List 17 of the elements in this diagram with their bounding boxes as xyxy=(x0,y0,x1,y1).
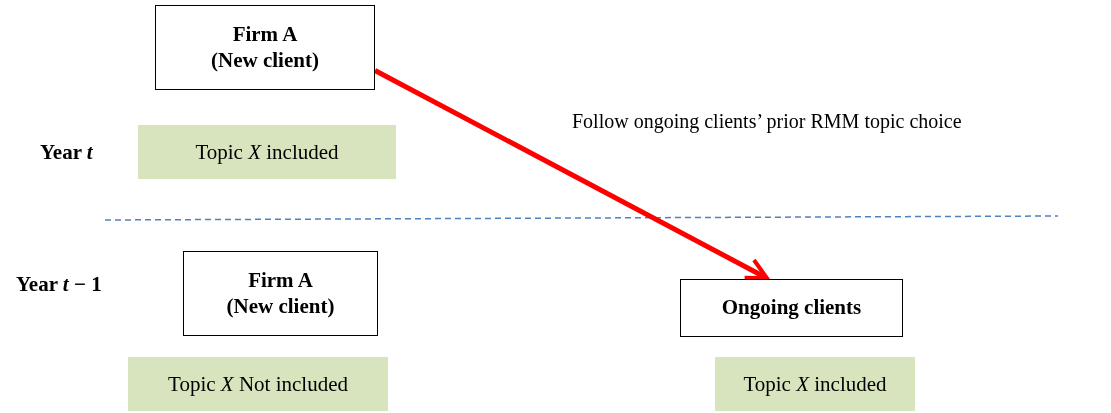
status-box xyxy=(138,125,396,179)
entity-box xyxy=(155,5,375,90)
year-label: Year t xyxy=(40,140,93,165)
box-label: Firm A xyxy=(231,22,299,48)
status-text: Topic X included xyxy=(742,371,888,397)
status-box xyxy=(128,357,388,411)
year-label: Year t − 1 xyxy=(16,272,102,297)
status-text: Topic X Not included xyxy=(167,371,349,397)
box-label: (New client) xyxy=(210,47,320,73)
box-label: (New client) xyxy=(225,293,336,319)
box-label: Firm A xyxy=(247,268,314,294)
entity-box xyxy=(680,279,903,337)
status-text: Topic X included xyxy=(194,139,340,165)
entity-box xyxy=(183,251,378,336)
status-box xyxy=(715,357,915,411)
arrow xyxy=(373,68,769,281)
box-label: Ongoing clients xyxy=(721,295,862,321)
